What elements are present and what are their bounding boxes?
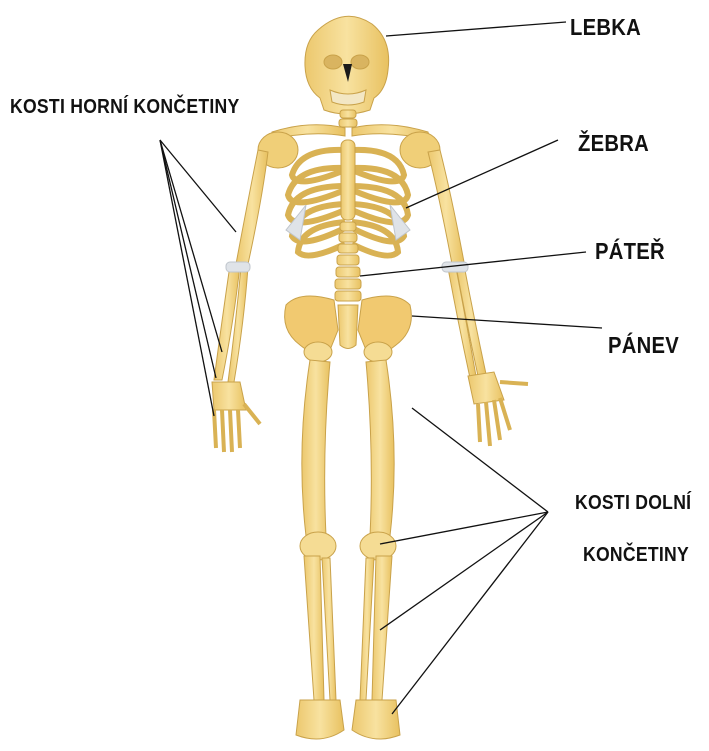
upper-limb-leader-line xyxy=(160,140,216,378)
ribs-label: ŽEBRA xyxy=(578,130,649,157)
pelvis-leader-line xyxy=(412,316,602,328)
left-arm xyxy=(212,150,268,452)
left-leg xyxy=(296,360,344,739)
skull xyxy=(305,16,389,114)
skull-label: LEBKA xyxy=(570,14,641,41)
lower-limb-leader-line xyxy=(392,512,548,714)
pelvis-label: PÁNEV xyxy=(608,332,679,359)
skull-leader-line xyxy=(386,22,566,36)
pelvis xyxy=(285,296,412,362)
lower-limb-bones-label-line2: KONČETINY xyxy=(583,544,689,567)
upper-limb-leader-line xyxy=(160,140,214,416)
lower-limb-bones-label-line1: KOSTI DOLNÍ xyxy=(575,492,691,515)
sternum xyxy=(341,140,355,220)
spine-label: PÁTEŘ xyxy=(595,238,665,265)
right-arm xyxy=(428,150,528,446)
upper-limb-bones-label: KOSTI HORNÍ KONČETINY xyxy=(10,96,239,119)
lower-limb-leader-line xyxy=(380,512,548,630)
upper-limb-leader-line xyxy=(160,140,222,352)
right-leg xyxy=(352,360,400,739)
neck-vertebrae xyxy=(339,110,357,127)
lower-limb-leader-line xyxy=(380,512,548,544)
